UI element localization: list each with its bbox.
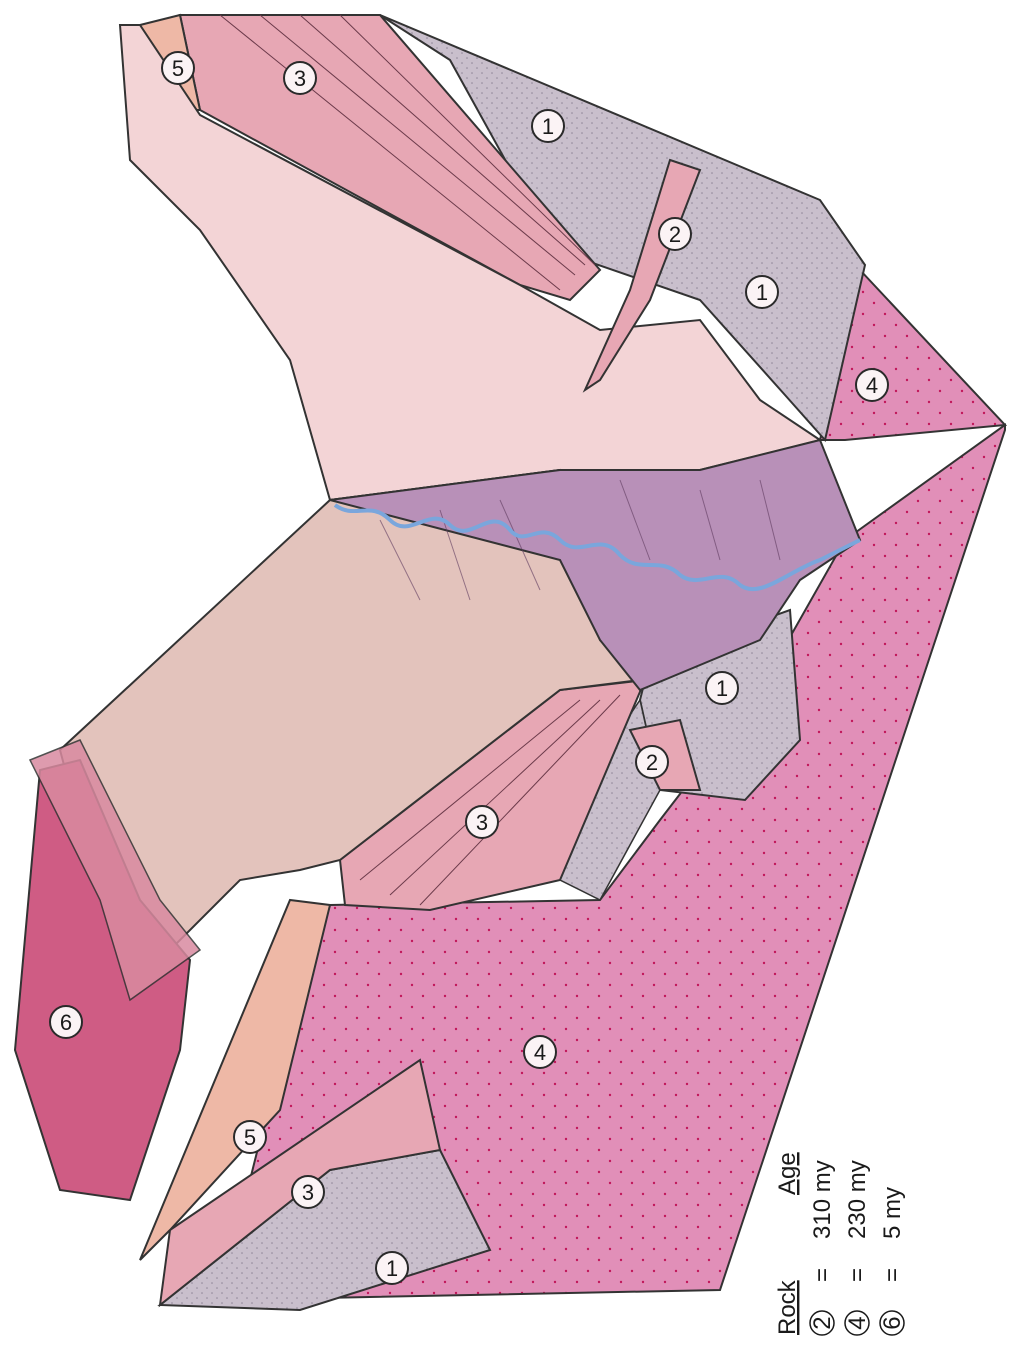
legend-row: 2 = 310 my <box>809 1160 836 1335</box>
unit-label-4-right-corner: 4 <box>856 369 888 401</box>
unit-label-3-top-right: 3 <box>284 62 316 94</box>
svg-text:5 my: 5 my <box>879 1187 906 1239</box>
legend-row: 4 = 230 my <box>844 1160 871 1335</box>
svg-text:=: = <box>844 1268 871 1282</box>
svg-text:3: 3 <box>476 810 488 835</box>
unit-label-5-top-right: 5 <box>162 52 194 84</box>
unit-label-1-center-left: 1 <box>706 672 738 704</box>
svg-text:5: 5 <box>244 1125 256 1150</box>
legend-col-age: Age <box>774 1152 801 1195</box>
unit-label-2-center-left: 2 <box>636 746 668 778</box>
svg-text:1: 1 <box>756 280 768 305</box>
svg-text:3: 3 <box>302 1180 314 1205</box>
svg-text:230 my: 230 my <box>844 1160 871 1239</box>
unit-label-3-left: 3 <box>292 1176 324 1208</box>
svg-text:310 my: 310 my <box>809 1160 836 1239</box>
svg-text:1: 1 <box>542 114 554 139</box>
svg-text:4: 4 <box>534 1040 546 1065</box>
svg-text:2: 2 <box>809 1316 836 1329</box>
svg-text:2: 2 <box>646 750 658 775</box>
svg-text:5: 5 <box>172 56 184 81</box>
unit-label-1-right-lower: 1 <box>746 276 778 308</box>
legend-row: 6 = 5 my <box>879 1187 906 1335</box>
unit-label-5-left: 5 <box>234 1121 266 1153</box>
svg-text:4: 4 <box>844 1316 871 1329</box>
unit-label-1-left: 1 <box>376 1252 408 1284</box>
svg-text:1: 1 <box>716 676 728 701</box>
svg-text:4: 4 <box>866 373 878 398</box>
svg-text:1: 1 <box>386 1256 398 1281</box>
svg-text:6: 6 <box>879 1316 906 1329</box>
age-legend: Rock Age 2 = 310 my 4 = 230 my 6 = 5 my <box>774 1152 906 1335</box>
unit-label-6-top-left: 6 <box>50 1006 82 1038</box>
legend-col-rock: Rock <box>774 1279 801 1335</box>
svg-text:3: 3 <box>294 66 306 91</box>
svg-text:6: 6 <box>60 1010 72 1035</box>
svg-text:=: = <box>809 1268 836 1282</box>
svg-text:=: = <box>879 1268 906 1282</box>
unit-label-2-right: 2 <box>659 218 691 250</box>
unit-label-1-top-right: 1 <box>532 110 564 142</box>
unit-label-4-front: 4 <box>524 1036 556 1068</box>
unit-label-3-center-left: 3 <box>466 806 498 838</box>
svg-text:2: 2 <box>669 222 681 247</box>
